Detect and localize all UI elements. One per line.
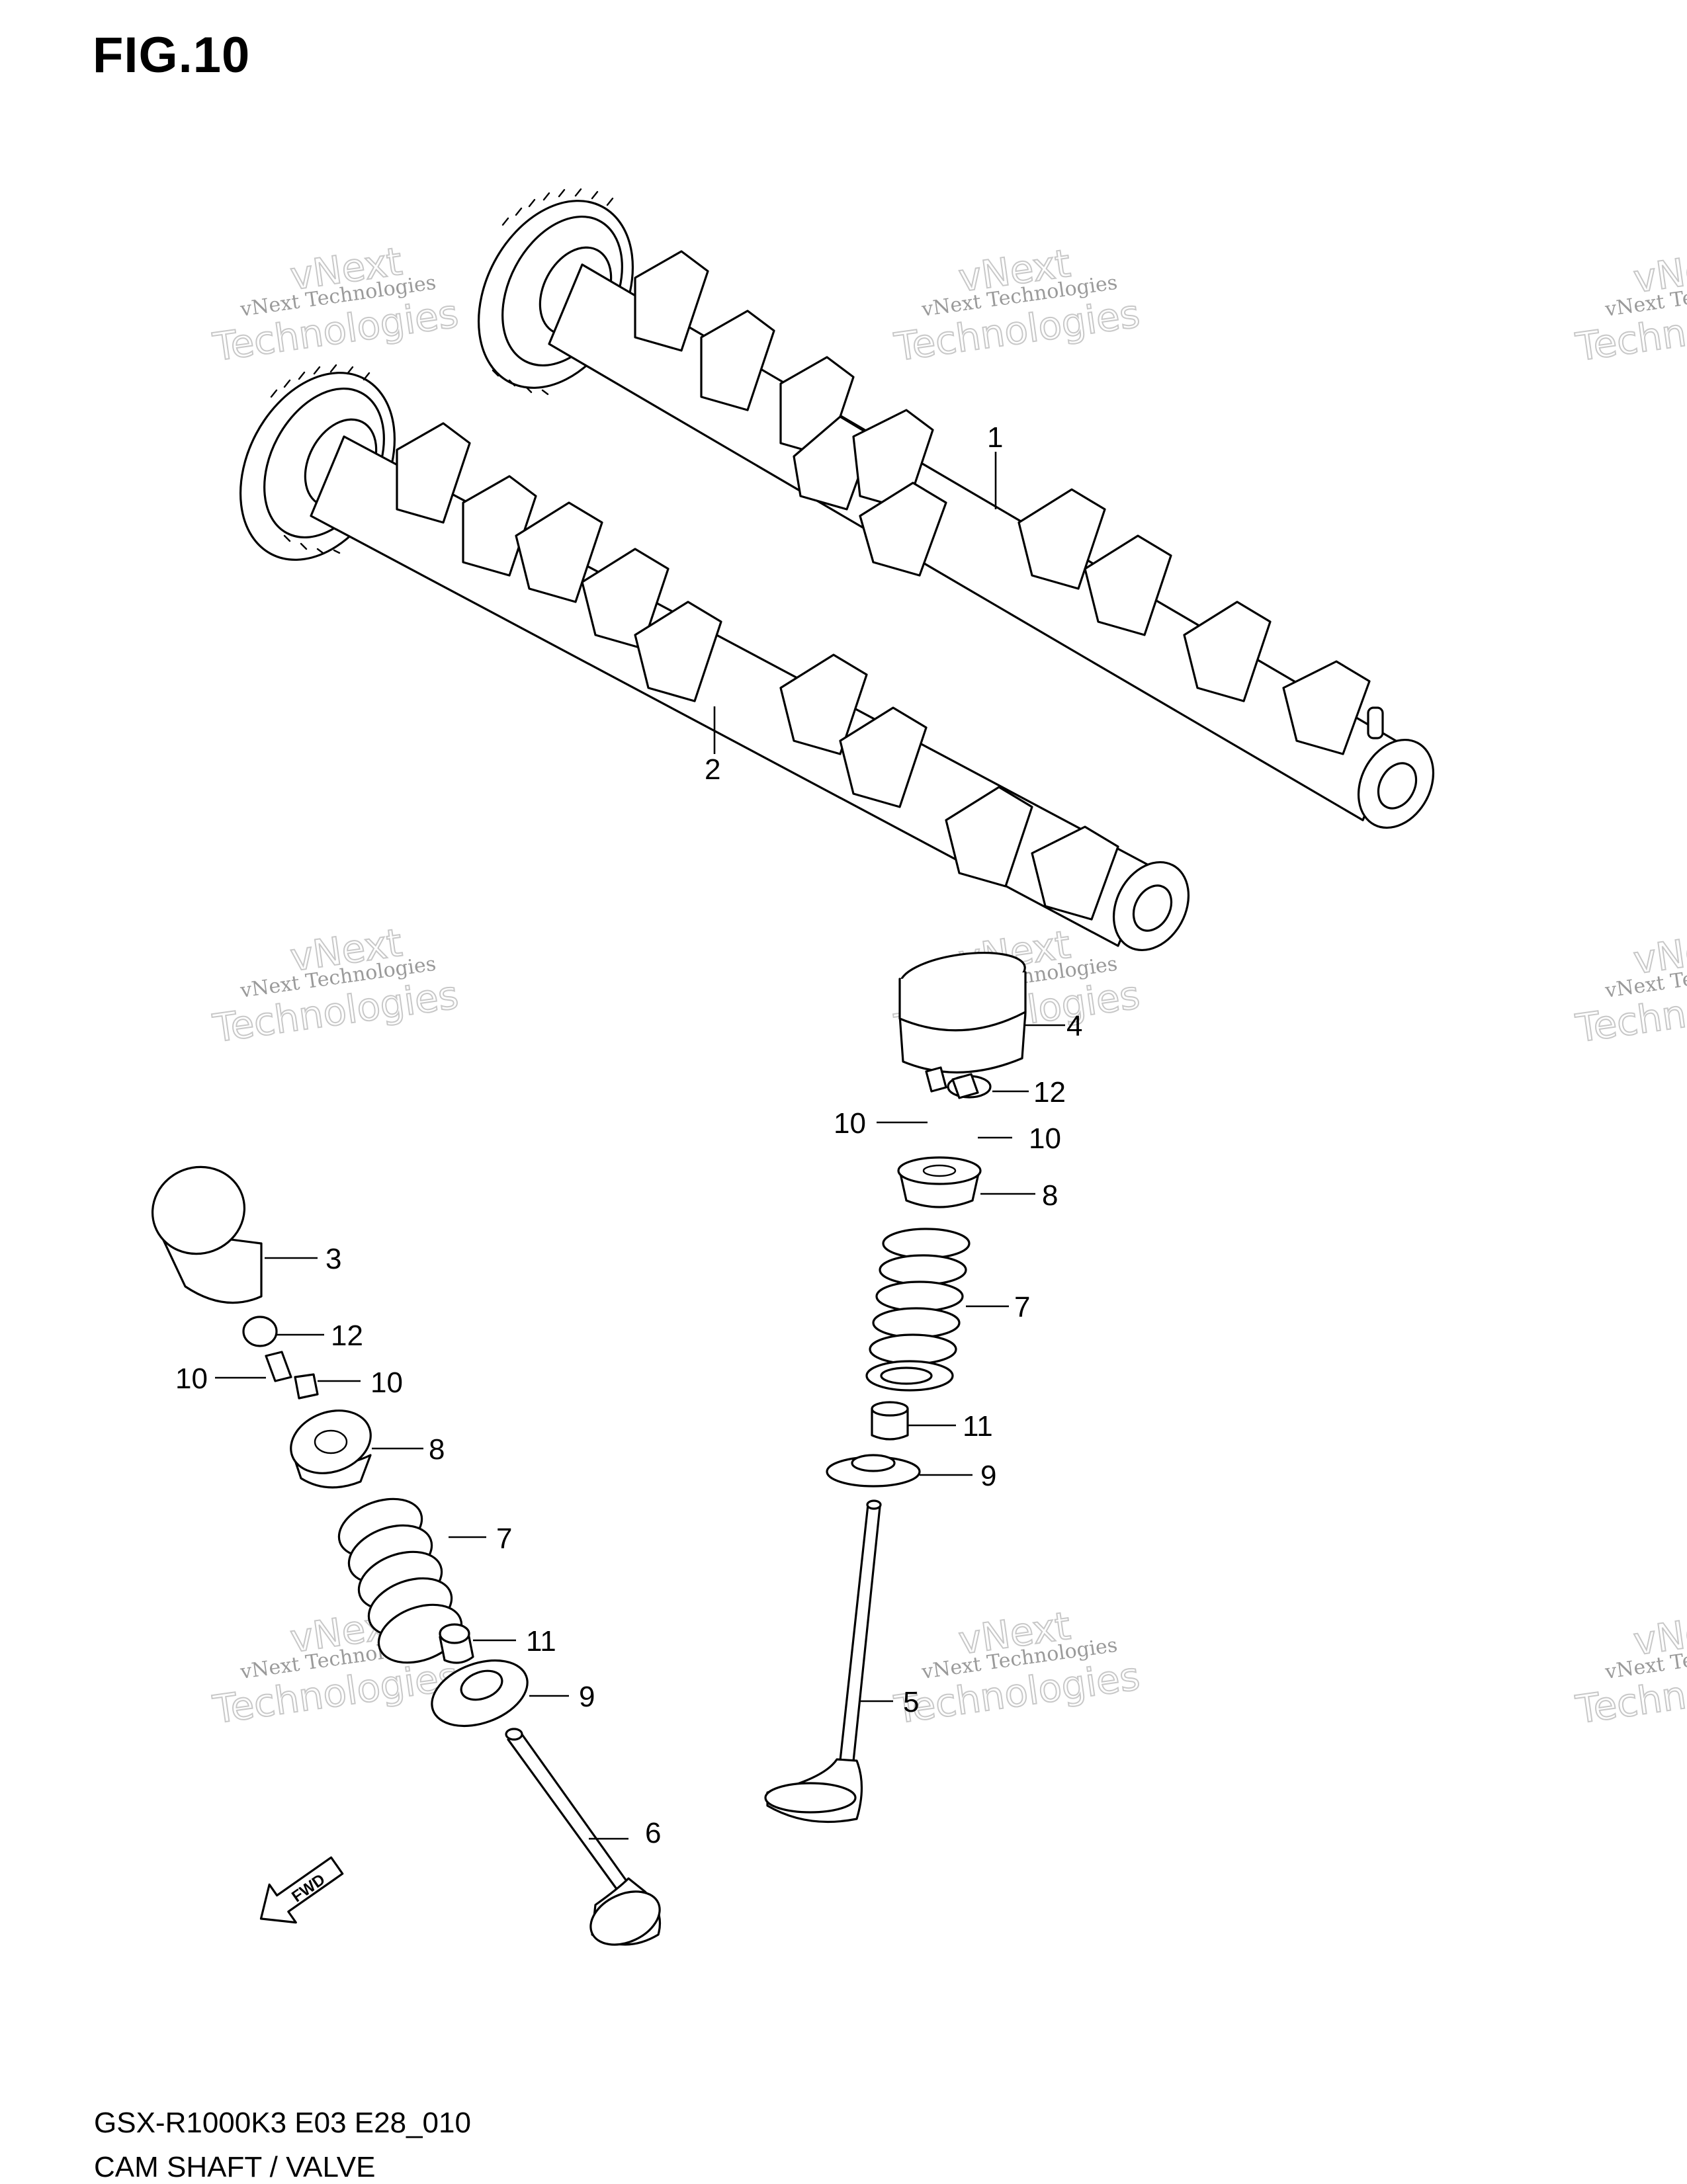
spring-seat-9 xyxy=(431,1659,529,1728)
callout-10: 10 xyxy=(175,1363,208,1395)
figure-title: FIG.10 xyxy=(93,27,251,83)
cotter-10-a xyxy=(925,1066,947,1093)
spring-7 xyxy=(337,1497,463,1664)
callout-labels: 1 2 3 4 5 6 7 7 8 8 9 9 10 10 10 10 11 1… xyxy=(175,421,1082,1849)
callout-4: 4 xyxy=(1066,1010,1082,1042)
valve-5 xyxy=(764,1499,882,1824)
cotter-10-a xyxy=(265,1351,292,1382)
cotter-10-b xyxy=(294,1373,319,1400)
stem-seal-11 xyxy=(439,1623,474,1664)
callout-9: 9 xyxy=(980,1460,996,1492)
model-code: GSX-R1000K3 E03 E28_010 xyxy=(94,2107,471,2139)
camshaft-1 xyxy=(477,188,1435,829)
callout-6: 6 xyxy=(645,1817,661,1849)
callout-10: 10 xyxy=(370,1366,403,1399)
callout-2: 2 xyxy=(705,753,720,786)
callout-12: 12 xyxy=(1033,1076,1066,1109)
callout-10: 10 xyxy=(834,1107,866,1140)
spring-seat-9 xyxy=(826,1454,921,1488)
shim-12 xyxy=(242,1316,278,1347)
callout-8: 8 xyxy=(1042,1179,1058,1212)
valve-assembly-left xyxy=(151,1165,662,1946)
callout-7: 7 xyxy=(1014,1291,1030,1323)
cotter-10-b xyxy=(951,1073,979,1099)
retainer-8 xyxy=(290,1409,372,1489)
callout-3: 3 xyxy=(325,1243,341,1275)
callout-11: 11 xyxy=(963,1410,993,1443)
camshaft-2 xyxy=(239,364,1190,952)
callout-10: 10 xyxy=(1029,1122,1061,1155)
callout-8: 8 xyxy=(429,1433,445,1466)
spring-7 xyxy=(865,1228,971,1392)
callout-7: 7 xyxy=(496,1523,512,1555)
valve-assembly-right xyxy=(764,952,1027,1824)
leader-lines xyxy=(215,452,1065,1840)
callout-1: 1 xyxy=(987,421,1003,454)
tappet-3 xyxy=(151,1165,263,1304)
valve-6 xyxy=(505,1728,662,1946)
callout-12: 12 xyxy=(331,1320,363,1352)
callout-11: 11 xyxy=(526,1625,556,1658)
stem-seal-11 xyxy=(871,1401,909,1441)
retainer-8 xyxy=(897,1156,982,1208)
callout-5: 5 xyxy=(903,1686,919,1718)
callout-9: 9 xyxy=(579,1681,595,1713)
tappet-4 xyxy=(898,952,1027,1073)
forward-direction-arrow: FWD xyxy=(259,1856,344,1924)
section-name: CAM SHAFT / VALVE xyxy=(94,2151,376,2183)
